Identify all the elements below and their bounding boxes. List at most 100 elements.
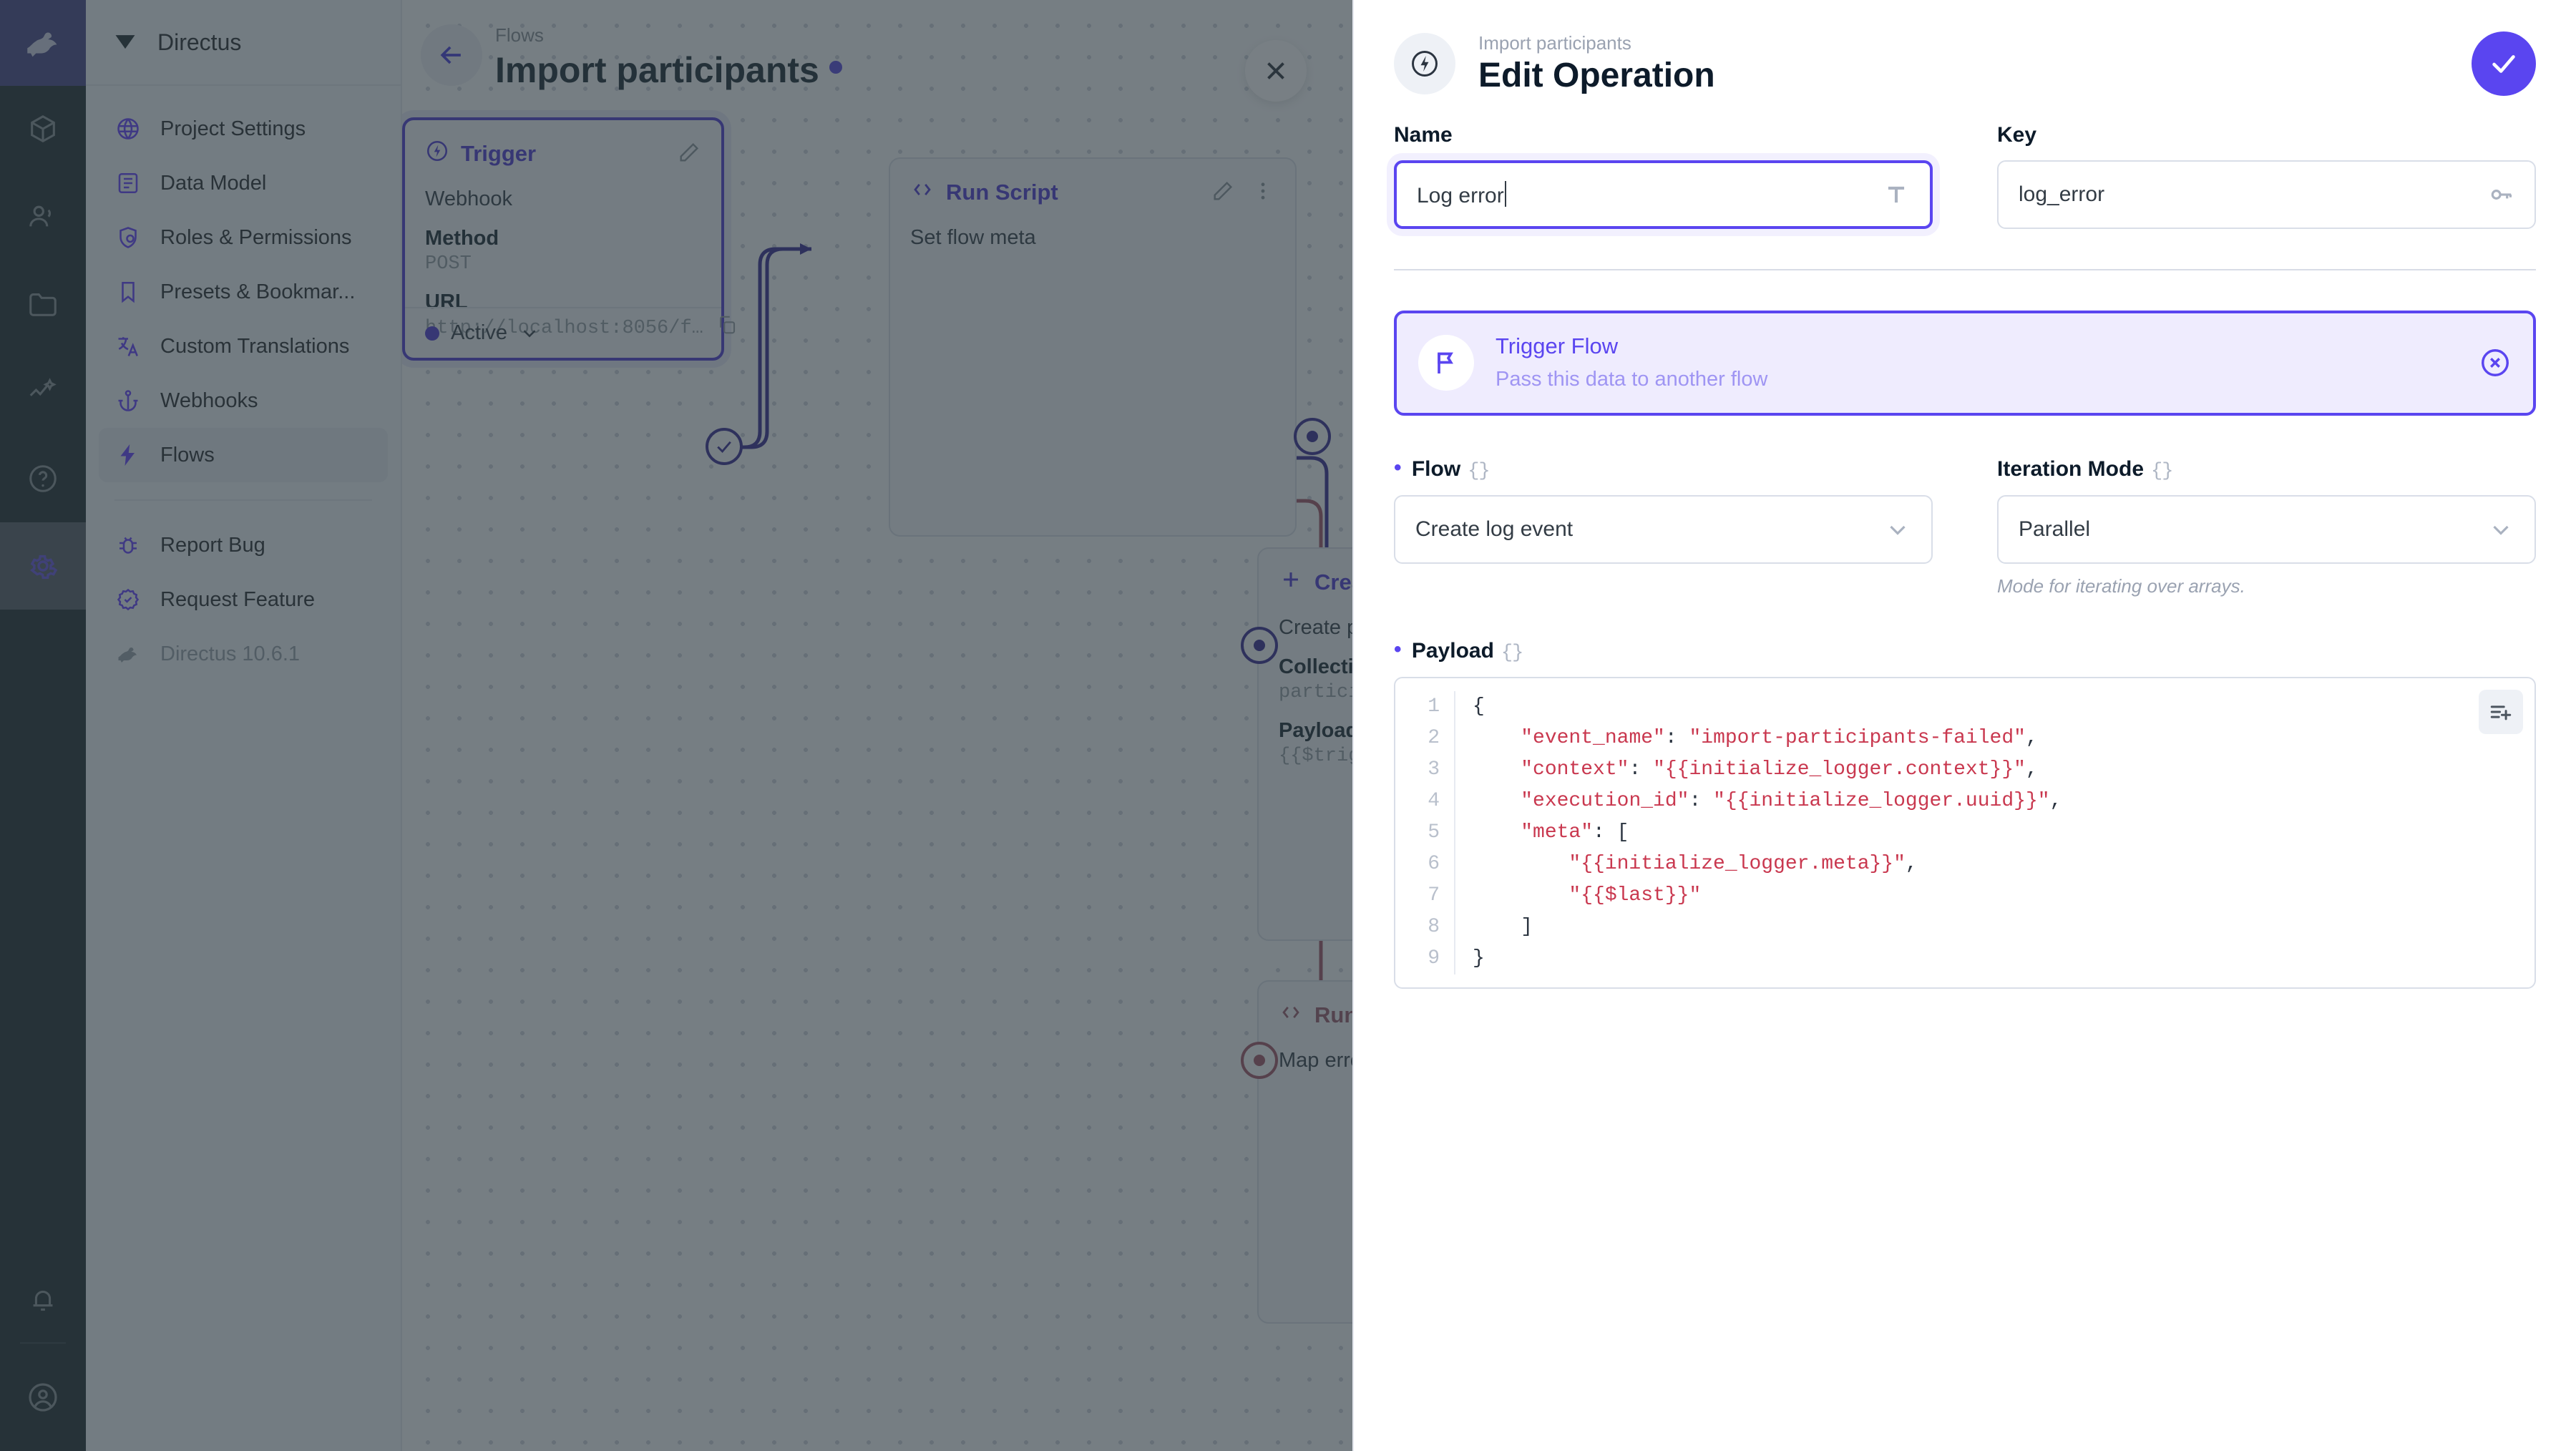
node-subtitle: Webhook [425, 187, 512, 210]
back-button[interactable] [421, 24, 482, 86]
node-type-label: Run Script [1314, 1002, 1352, 1027]
sidebar-item-presets-bookmarks[interactable]: Presets & Bookmar... [99, 265, 388, 319]
flow-node-run-script-set-flow-meta[interactable]: Run Script Set flow meta [889, 157, 1297, 537]
node-body: Create participant Collection participan… [1259, 603, 1352, 781]
pencil-icon[interactable] [1211, 179, 1235, 207]
name-input[interactable]: Log error [1394, 160, 1933, 229]
dots-vertical-icon[interactable] [1251, 179, 1275, 207]
flow-header: Flows Import participants [421, 24, 842, 89]
braces-indicator: {} [1501, 642, 1523, 664]
iteration-mode-value: Parallel [2019, 517, 2091, 541]
directus-rabbit-icon [114, 640, 142, 668]
node-type-label: Run Script [946, 180, 1058, 205]
key-field-group: Key log_error [1997, 123, 2536, 229]
flow-field-label-text: Flow [1411, 456, 1461, 481]
rail-item-settings[interactable] [0, 522, 86, 610]
node-field-value: participants [1279, 682, 1352, 703]
iteration-mode-select[interactable]: Parallel [1997, 494, 2536, 564]
port-create-data-input[interactable] [1241, 627, 1278, 664]
icon-rail [0, 0, 86, 1451]
sidebar-label: Report Bug [160, 533, 265, 557]
rail-item-notifications[interactable] [0, 1255, 86, 1342]
flow-field-group: Flow {} Create log event [1394, 457, 1933, 597]
iteration-field-label: Iteration Mode{} [1997, 457, 2536, 482]
flow-node-trigger[interactable]: Trigger Webhook Method POST URL [402, 117, 735, 361]
rail-item-user-account[interactable] [0, 1344, 86, 1451]
payload-field-label-text: Payload [1411, 638, 1494, 663]
chevron-down-icon[interactable] [1884, 516, 1911, 543]
node-body: Set flow meta [890, 213, 1295, 265]
sidebar-label: Webhooks [160, 389, 258, 412]
node-type-label: Create Data [1314, 570, 1352, 595]
operation-option-fields: Flow {} Create log event Iteration Mode{} [1394, 457, 2536, 597]
operation-type-banner[interactable]: Trigger Flow Pass this data to another f… [1394, 311, 2536, 416]
braces-indicator: {} [1468, 460, 1490, 482]
status-dot [425, 326, 439, 341]
edit-operation-drawer: Import participants Edit Operation Name … [1352, 0, 2576, 1451]
key-input[interactable]: log_error [1997, 160, 2536, 229]
flow-node-run-script-map-errors[interactable]: Run Script Map errors [1257, 980, 1352, 1324]
rail-item-file-library[interactable] [0, 260, 86, 348]
rail-item-help[interactable] [0, 435, 86, 522]
flow-select-value: Create log event [1415, 517, 1574, 541]
rail-item-content[interactable] [0, 86, 86, 173]
port-trigger-success[interactable] [706, 428, 743, 465]
sidebar-item-custom-translations[interactable]: Custom Translations [99, 319, 388, 373]
flag-icon [1418, 335, 1474, 391]
flow-select[interactable]: Create log event [1394, 494, 1933, 564]
node-status-row[interactable]: Active [405, 307, 721, 358]
anchor-icon [114, 387, 142, 414]
add-lines-icon[interactable] [2479, 689, 2523, 734]
flow-canvas[interactable]: Flows Import participants [402, 0, 1352, 1451]
sidebar-item-webhooks[interactable]: Webhooks [99, 373, 388, 428]
chevron-down-icon[interactable] [519, 323, 540, 344]
text-caret [1504, 181, 1506, 207]
node-subtitle: Map errors [1279, 1049, 1352, 1072]
banner-title: Trigger Flow [1496, 333, 1619, 358]
node-header: Run Script [1259, 982, 1352, 1036]
close-circle-icon[interactable] [2479, 346, 2512, 379]
sidebar-item-project-settings[interactable]: Project Settings [99, 102, 388, 156]
node-header: Create Data [1259, 549, 1352, 603]
flow-field-label: Flow {} [1394, 457, 1933, 482]
node-actions[interactable] [677, 140, 701, 168]
sidebar-item-data-model[interactable]: Data Model [99, 156, 388, 210]
directus-mark-icon [112, 27, 139, 58]
breadcrumb: Flows [495, 24, 544, 46]
node-actions[interactable] [1211, 179, 1275, 207]
node-status-label: Active [451, 321, 507, 344]
save-button[interactable] [2472, 31, 2536, 96]
node-field-value: POST [425, 253, 472, 275]
node-header: Trigger [405, 120, 721, 175]
sidebar-item-report-bug[interactable]: Report Bug [99, 518, 388, 572]
chevron-down-icon[interactable] [2487, 516, 2514, 543]
text-format-icon [1883, 181, 1910, 208]
node-type: Run Script [910, 177, 1058, 207]
node-field-label: Payload [1279, 719, 1352, 742]
rail-item-insights[interactable] [0, 348, 86, 435]
directus-rabbit-logo[interactable] [0, 0, 86, 86]
port-run-script-input[interactable] [1294, 418, 1331, 455]
nav-divider [114, 499, 372, 501]
rail-item-user-directory[interactable] [0, 173, 86, 260]
sidebar-item-roles-permissions[interactable]: Roles & Permissions [99, 210, 388, 265]
code-content[interactable]: { "event_name": "import-participants-fai… [1473, 695, 2062, 969]
sidebar-label: Project Settings [160, 117, 306, 140]
node-subtitle: Create participant [1279, 616, 1352, 639]
drawer-body: Name Log error Key log_error [1354, 96, 2576, 989]
sidebar-item-flows[interactable]: Flows [99, 428, 388, 482]
close-button[interactable] [1245, 40, 1307, 102]
node-field-label: Method [425, 227, 499, 250]
flow-node-create-data[interactable]: Create Data Create participant Collectio… [1257, 547, 1352, 941]
sidebar-label: Presets & Bookmar... [160, 280, 356, 303]
module-nav-list: Project Settings Data Model [86, 86, 401, 681]
sidebar-item-request-feature[interactable]: Request Feature [99, 572, 388, 627]
pencil-icon[interactable] [677, 140, 701, 168]
module-title: Directus [86, 0, 401, 86]
key-icon [2487, 181, 2514, 208]
port-map-errors-input[interactable] [1241, 1042, 1278, 1079]
app-backdrop: Directus Project Settings [0, 0, 1352, 1451]
sidebar-label: Directus 10.6.1 [160, 642, 301, 665]
